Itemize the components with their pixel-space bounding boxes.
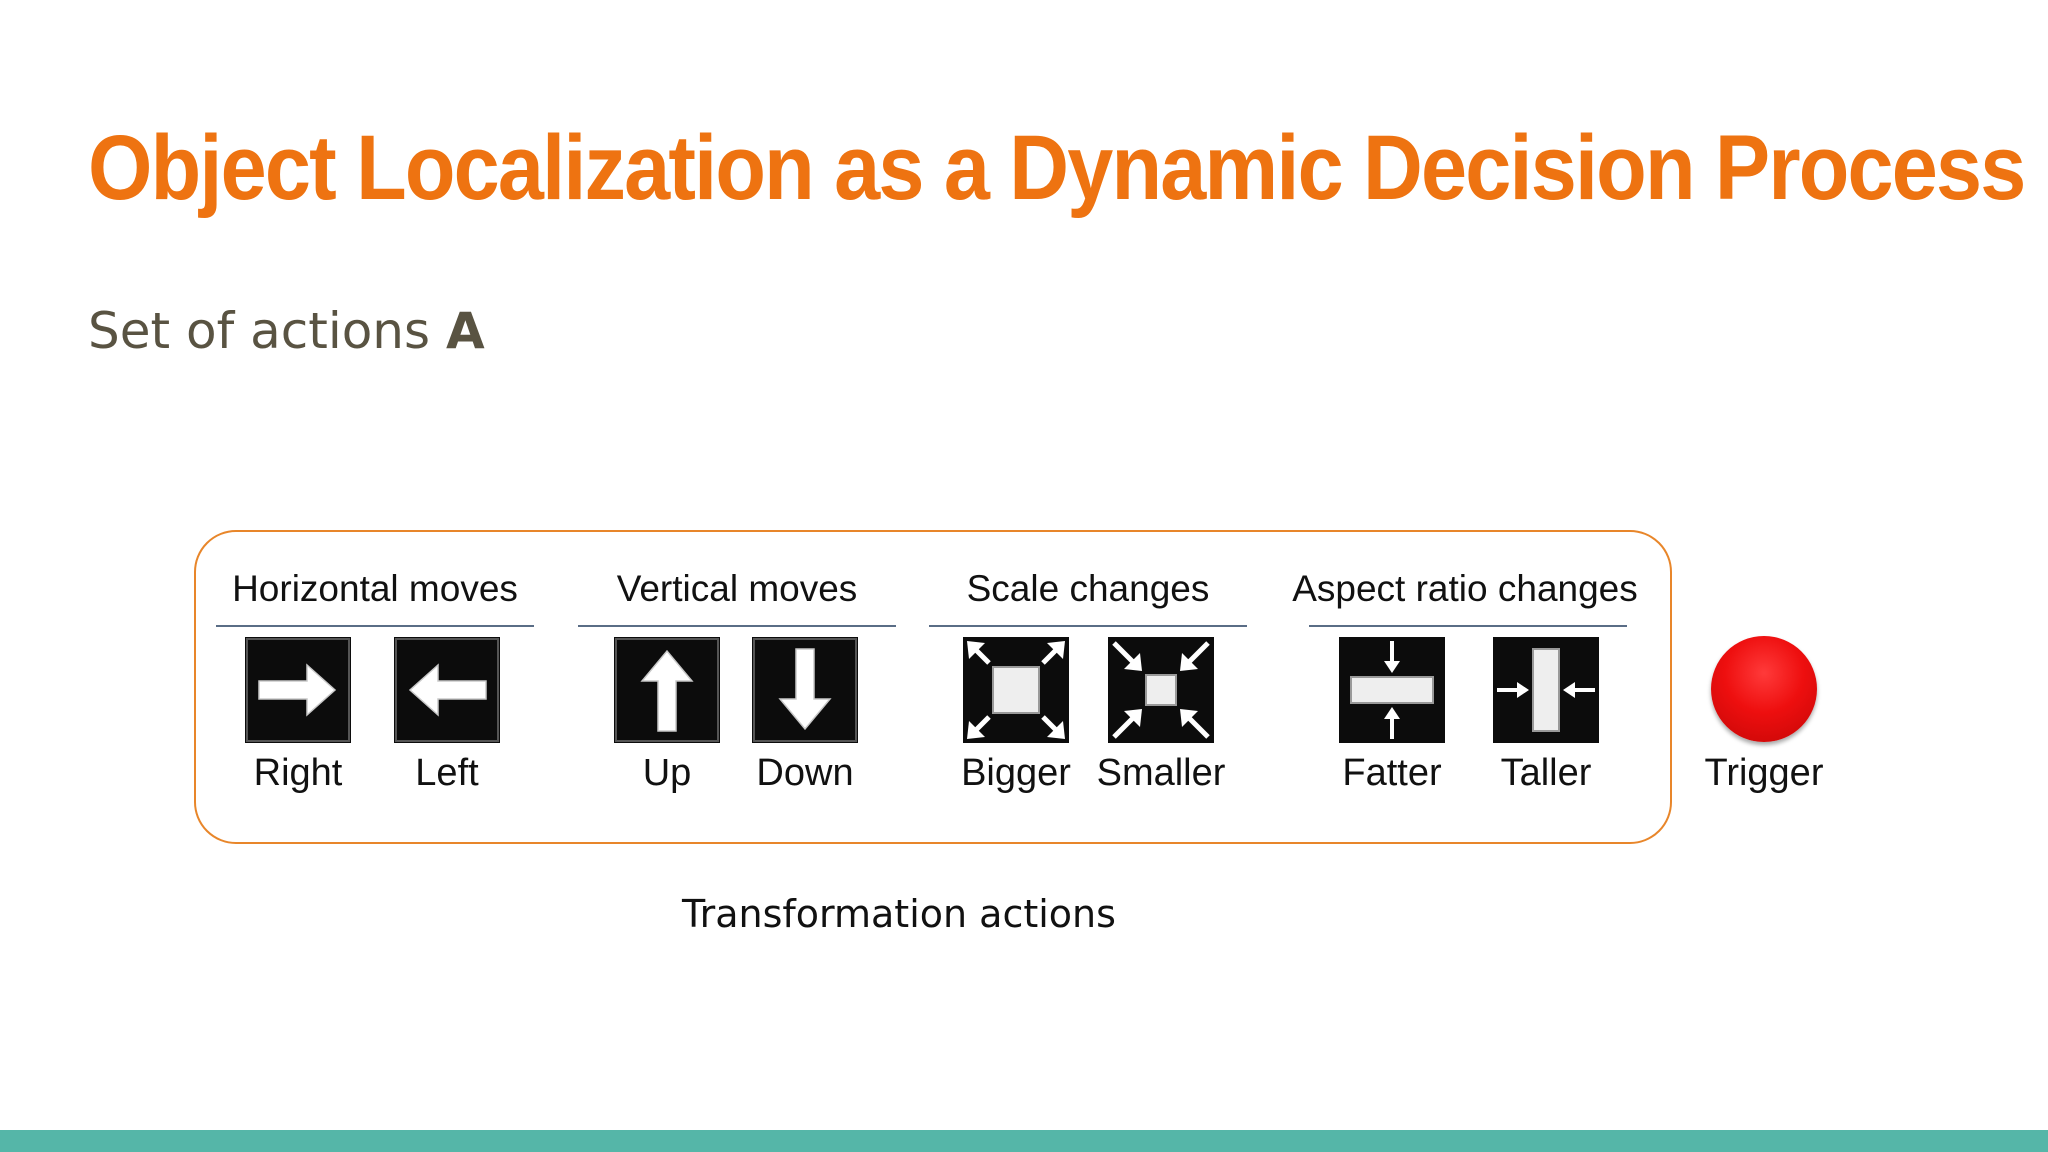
figure-caption: Transformation actions (682, 892, 1116, 936)
subtitle: Set of actions A (88, 302, 485, 360)
slide-title: Object Localization as a Dynamic Decisio… (88, 117, 2026, 219)
action-label-fatter: Fatter (1342, 752, 1442, 794)
group-label-horizontal: Horizontal moves (232, 568, 518, 609)
transformation-actions-box (194, 530, 1672, 844)
subtitle-bold-symbol: A (445, 302, 485, 360)
group-divider (578, 625, 896, 627)
group-divider (929, 625, 1247, 627)
group-label-vertical: Vertical moves (616, 568, 858, 609)
action-label-left: Left (415, 752, 479, 794)
shrink-icon (1108, 637, 1214, 743)
arrow-up-icon (614, 637, 720, 743)
action-label-trigger: Trigger (1704, 752, 1824, 794)
red-dot-icon (1711, 636, 1817, 742)
fatter-icon (1339, 637, 1445, 743)
action-label-up: Up (642, 752, 692, 794)
action-label-smaller: Smaller (1096, 752, 1226, 794)
group-label-scale: Scale changes (966, 568, 1210, 609)
taller-icon (1493, 637, 1599, 743)
group-divider (216, 625, 534, 627)
action-label-right: Right (253, 752, 343, 794)
group-label-aspect: Aspect ratio changes (1292, 568, 1638, 609)
action-label-down: Down (756, 752, 854, 794)
footer-accent-bar (0, 1130, 2048, 1152)
action-label-taller: Taller (1500, 752, 1592, 794)
group-divider (1309, 625, 1627, 627)
arrow-right-icon (245, 637, 351, 743)
expand-icon (963, 637, 1069, 743)
arrow-left-icon (394, 637, 500, 743)
subtitle-text: Set of actions (88, 302, 446, 360)
action-label-bigger: Bigger (961, 752, 1071, 794)
arrow-down-icon (752, 637, 858, 743)
